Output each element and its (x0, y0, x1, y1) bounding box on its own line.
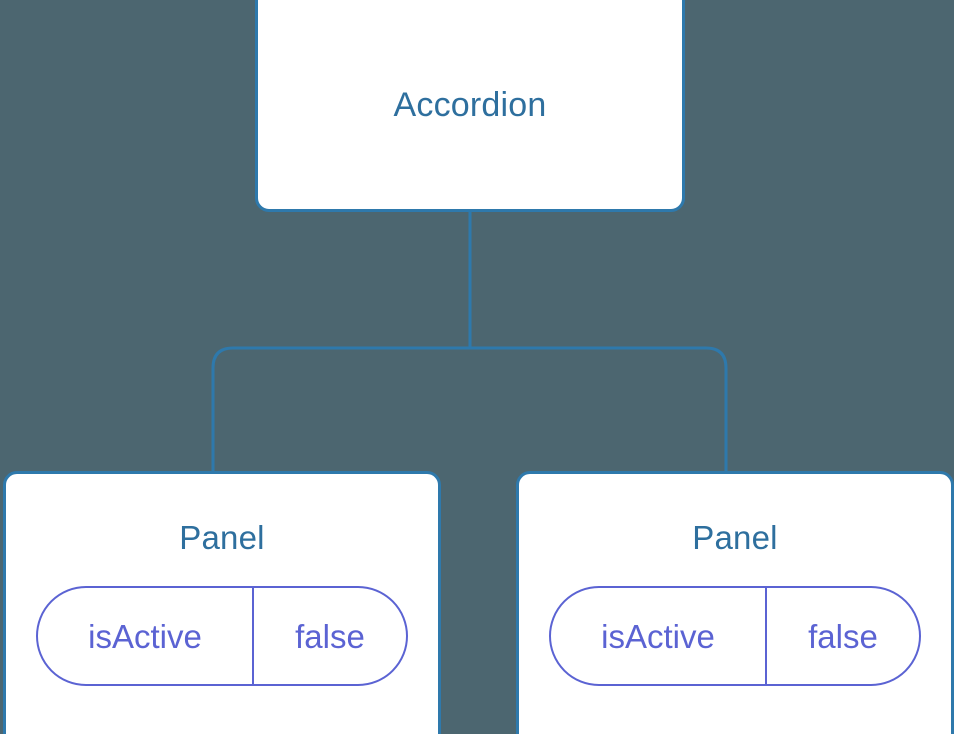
node-panel-left[interactable]: Panel isActive false (3, 471, 441, 734)
prop-pill-isactive-right[interactable]: isActive false (549, 586, 921, 686)
prop-key-isactive-right: isActive (551, 588, 767, 684)
node-panel-right[interactable]: Panel isActive false (516, 471, 954, 734)
edge-to-panel-right (470, 346, 728, 475)
node-panel-left-title: Panel (179, 519, 265, 556)
prop-value-isactive-left: false (295, 617, 365, 655)
node-accordion[interactable]: Accordion (255, 0, 685, 212)
node-accordion-title: Accordion (393, 86, 547, 124)
edge-to-panel-left (211, 346, 470, 475)
prop-value-isactive-right: false (808, 617, 878, 655)
prop-key-isactive-left: isActive (38, 588, 254, 684)
prop-pill-isactive-left[interactable]: isActive false (36, 586, 408, 686)
node-panel-right-title: Panel (692, 519, 778, 556)
